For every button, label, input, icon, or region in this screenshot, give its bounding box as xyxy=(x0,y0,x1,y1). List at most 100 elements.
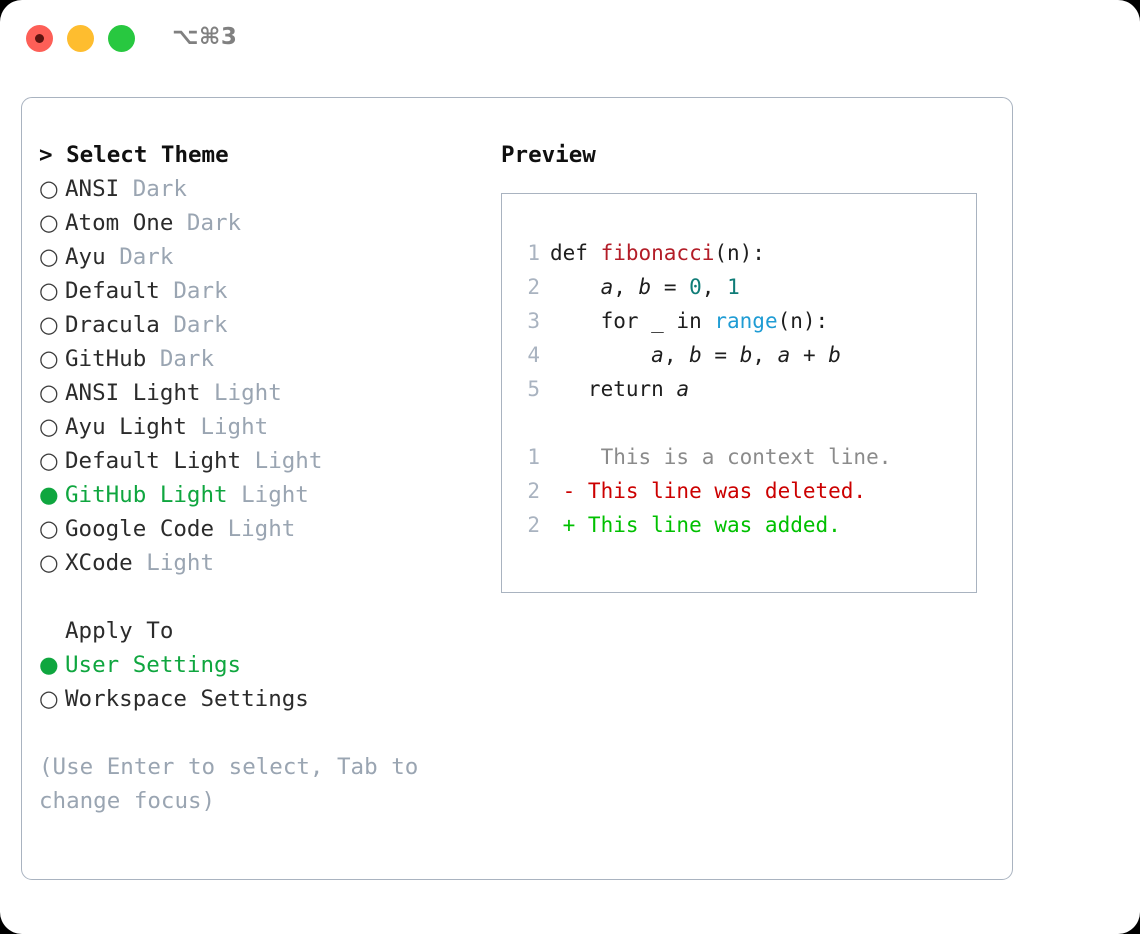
theme-option-row[interactable]: ○Ayu Dark xyxy=(39,240,479,274)
minimize-button[interactable] xyxy=(67,25,94,52)
radio-unselected-icon: ○ xyxy=(39,346,59,372)
code-token xyxy=(550,343,651,367)
theme-option-gap xyxy=(228,478,242,512)
code-token: def xyxy=(550,241,601,265)
theme-option-gap xyxy=(133,546,147,580)
theme-option-gap xyxy=(200,376,214,410)
code-sample: 1 def fibonacci(n): 2 a, b = 0, 1 3 for _ i… xyxy=(516,236,976,406)
radio-unselected-icon: ○ xyxy=(39,210,59,236)
diff-line-number: 1 xyxy=(527,445,540,469)
radio-unselected-icon: ○ xyxy=(39,278,59,304)
title-bar: ⌥⌘3 xyxy=(0,0,1140,78)
theme-option-row[interactable]: ●GitHub Light Light xyxy=(39,478,479,512)
theme-option-row[interactable]: ○ANSI Light Light xyxy=(39,376,479,410)
radio-selected-icon: ● xyxy=(39,652,59,678)
theme-option-gap xyxy=(146,342,160,376)
code-token: , xyxy=(613,275,639,299)
theme-option-name: GitHub xyxy=(65,346,147,372)
code-token: 0 xyxy=(689,275,702,299)
code-diff-separator xyxy=(516,406,976,440)
code-line-number: 1 xyxy=(527,241,540,265)
apply-to-option-name: User Settings xyxy=(65,652,242,678)
theme-option-tag: Dark xyxy=(119,244,174,270)
radio-unselected-icon: ○ xyxy=(39,244,59,270)
diff-line-text: This is a context line. xyxy=(550,445,892,469)
radio-selected-icon: ● xyxy=(39,482,59,508)
theme-option-name: Ayu xyxy=(65,244,106,270)
code-token: a xyxy=(651,343,664,367)
radio-unselected-icon: ○ xyxy=(39,380,59,406)
code-line: 1 def fibonacci(n): xyxy=(516,236,976,270)
code-token: return xyxy=(550,377,677,401)
apply-to-option-row[interactable]: ○Workspace Settings xyxy=(39,682,479,716)
theme-option-name: Atom One xyxy=(65,210,174,236)
theme-option-row[interactable]: ○ANSI Dark xyxy=(39,172,479,206)
code-token: a xyxy=(676,377,690,401)
preview-box: 1 def fibonacci(n): 2 a, b = 0, 1 3 for _ i… xyxy=(501,193,977,593)
theme-option-name: ANSI xyxy=(65,176,120,202)
preview-column: Preview 1 def fibonacci(n): 2 a, b = 0, 1 3… xyxy=(501,138,991,593)
theme-option-tag: Light xyxy=(146,550,215,576)
code-token: b xyxy=(828,343,841,367)
theme-option-tag: Dark xyxy=(173,312,228,338)
diff-line-text: - This line was deleted. xyxy=(550,479,867,503)
theme-option-gap xyxy=(187,410,201,444)
theme-option-row[interactable]: ○Default Light Light xyxy=(39,444,479,478)
apply-to-option-row[interactable]: ●User Settings xyxy=(39,648,479,682)
code-token xyxy=(550,275,601,299)
traffic-light-group xyxy=(26,25,135,52)
code-token: (n): xyxy=(714,241,765,265)
code-token: , xyxy=(701,275,728,299)
theme-option-gap xyxy=(119,172,133,206)
code-token: fibonacci xyxy=(600,241,715,265)
theme-option-row[interactable]: ○Atom One Dark xyxy=(39,206,479,240)
theme-option-name: Ayu Light xyxy=(65,414,187,440)
theme-option-tag: Dark xyxy=(173,278,228,304)
code-token: + xyxy=(790,343,829,367)
apply-to-label: Apply To xyxy=(65,618,174,644)
code-token: b xyxy=(739,343,753,367)
code-token: , xyxy=(663,343,690,367)
theme-option-name: ANSI Light xyxy=(65,380,201,406)
close-button[interactable] xyxy=(26,25,53,52)
theme-option-tag: Light xyxy=(227,516,296,542)
theme-option-tag: Light xyxy=(254,448,323,474)
code-token: b xyxy=(689,343,702,367)
radio-unselected-icon: ○ xyxy=(39,550,59,576)
theme-option-gap xyxy=(241,444,255,478)
apply-to-list: ●User Settings○Workspace Settings xyxy=(39,648,479,716)
radio-unselected-icon: ○ xyxy=(39,414,59,440)
code-line-number: 2 xyxy=(527,275,540,299)
theme-option-row[interactable]: ○XCode Light xyxy=(39,546,479,580)
keyboard-hint: (Use Enter to select, Tab to change focu… xyxy=(39,754,419,814)
code-token: , xyxy=(752,343,778,367)
theme-option-gap xyxy=(214,512,228,546)
code-line-number: 5 xyxy=(527,377,540,401)
code-line-number: 3 xyxy=(527,309,540,333)
theme-option-tag: Dark xyxy=(186,210,242,236)
theme-option-row[interactable]: ○GitHub Dark xyxy=(39,342,479,376)
theme-option-row[interactable]: ○Dracula Dark xyxy=(39,308,479,342)
theme-option-name: Default xyxy=(65,278,160,304)
theme-option-row[interactable]: ○Ayu Light Light xyxy=(39,410,479,444)
theme-selection-column: > Select Theme ○ANSI Dark○Atom One Dark○… xyxy=(39,138,479,818)
hint-spacer xyxy=(39,716,479,750)
diff-line: 2 - This line was deleted. xyxy=(516,474,976,508)
preview-header: Preview xyxy=(501,142,596,168)
diff-line-number: 2 xyxy=(527,479,540,503)
list-spacer xyxy=(39,580,479,614)
maximize-button[interactable] xyxy=(108,25,135,52)
theme-option-gap xyxy=(160,274,174,308)
radio-unselected-icon: ○ xyxy=(39,176,59,202)
main-panel: > Select Theme ○ANSI Dark○Atom One Dark○… xyxy=(21,97,1013,880)
close-icon xyxy=(35,34,44,43)
code-line: 3 for _ in range(n): xyxy=(516,304,976,338)
code-token: = xyxy=(651,275,690,299)
theme-option-gap xyxy=(173,206,187,240)
theme-list: ○ANSI Dark○Atom One Dark○Ayu Dark○Defaul… xyxy=(39,172,479,580)
theme-option-row[interactable]: ○Google Code Light xyxy=(39,512,479,546)
theme-option-tag: Light xyxy=(241,482,309,508)
theme-option-row[interactable]: ○Default Dark xyxy=(39,274,479,308)
diff-line: 1 This is a context line. xyxy=(516,440,976,474)
